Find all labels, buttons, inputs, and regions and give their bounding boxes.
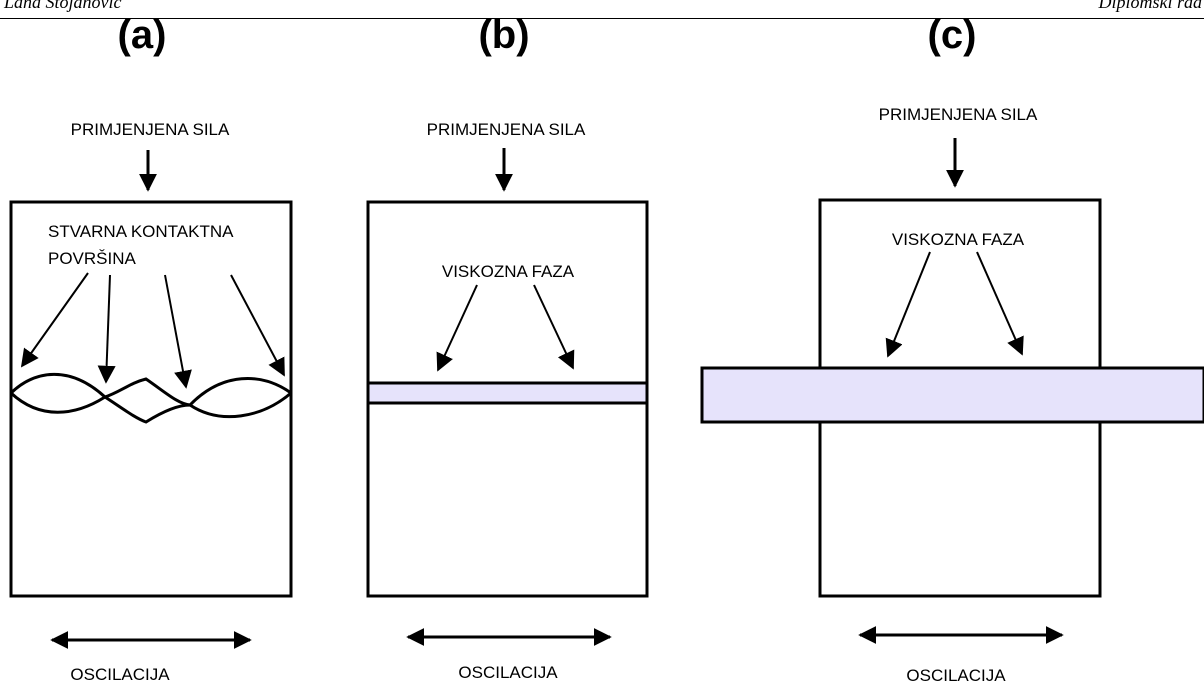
- panel-c-viscous-arrow-right: [976, 251, 1024, 356]
- panel-a-label: (a): [118, 13, 167, 57]
- panel-a-force-label: PRIMJENJENA SILA: [71, 120, 230, 139]
- panel-b-viscous-layer: [366, 381, 649, 405]
- panel-b: (b) PRIMJENJENA SILA VISKOZNA FAZA OSCIL…: [366, 13, 649, 682]
- panel-c-label: (c): [928, 13, 977, 57]
- panel-a-upper-surface: [9, 373, 292, 407]
- panel-b-label: (b): [478, 13, 529, 57]
- panel-a-lower-surface: [9, 391, 292, 424]
- panel-c-force-label: PRIMJENJENA SILA: [879, 105, 1038, 124]
- panel-b-oscillation-label: OSCILACIJA: [458, 663, 558, 682]
- panel-b-viscous-arrow-right: [533, 284, 575, 370]
- page-header: Lana Stojanović Diplomski rad: [0, 0, 1204, 19]
- panel-a-contact-label-line2: POVRŠINA: [48, 249, 137, 268]
- panel-c-viscous-label: VISKOZNA FAZA: [892, 230, 1025, 249]
- panel-a-contact-arrow-4: [230, 274, 285, 377]
- panel-b-force-label: PRIMJENJENA SILA: [427, 120, 586, 139]
- header-document-type: Diplomski rad: [1098, 0, 1203, 12]
- panel-c-oscillation-label: OSCILACIJA: [906, 666, 1006, 685]
- header-author: Lana Stojanović: [4, 0, 122, 12]
- panel-a-contact-arrow-3: [164, 274, 192, 389]
- panel-a-contact-arrow-2: [97, 274, 116, 384]
- panel-a-oscillation-label: OSCILACIJA: [70, 665, 170, 684]
- panel-a-contact-label-line1: STVARNA KONTAKTNA: [48, 222, 234, 241]
- panel-c: (c) PRIMJENJENA SILA VISKOZNA FAZA OSCIL…: [700, 13, 1204, 685]
- panel-a-block: [9, 200, 293, 598]
- panel-b-viscous-label: VISKOZNA FAZA: [442, 262, 575, 281]
- panel-c-viscous-layer: [700, 366, 1204, 424]
- panel-a: (a) PRIMJENJENA SILA STVARNA KONTAKTNA P…: [9, 13, 293, 684]
- panel-c-viscous-arrow-left: [885, 251, 931, 358]
- panel-a-contact-arrow-1: [20, 272, 89, 368]
- panel-b-viscous-arrow-left: [436, 284, 478, 372]
